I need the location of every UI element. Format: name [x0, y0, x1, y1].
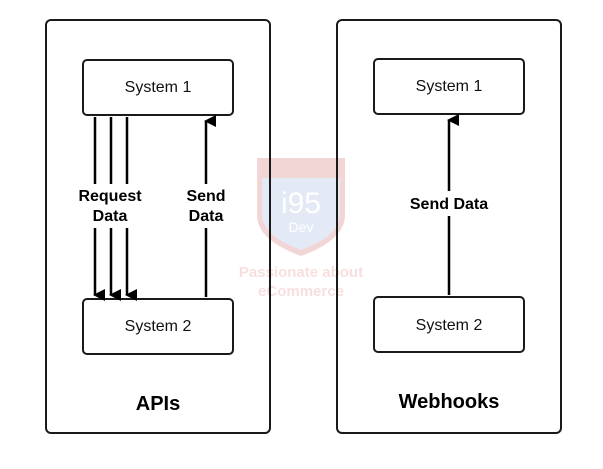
watermark-tagline-2: eCommerce [258, 283, 344, 300]
request-label-line-2: Data [93, 208, 128, 225]
webhooks-system-2-label: System 2 [416, 317, 483, 334]
webhooks-panel: System 1 System 2 Send Data Webhooks [336, 19, 562, 434]
apis-panel: System 1 System 2 Request Data Send Data… [45, 19, 271, 434]
watermark-tagline-1: Passionate about [239, 264, 363, 281]
webhook-send-label: Send Data [410, 196, 488, 213]
apis-system-2-box [82, 298, 234, 355]
webhooks-title: Webhooks [399, 391, 500, 413]
send-label-line-1: Send [186, 188, 225, 205]
apis-system-1-box [82, 59, 234, 116]
webhooks-panel-frame [336, 19, 562, 434]
request-label-bg [74, 185, 144, 227]
apis-title: APIs [136, 393, 180, 415]
send-label-line-2: Data [189, 208, 224, 225]
apis-panel-frame [45, 19, 271, 434]
webhooks-system-1-label: System 1 [416, 78, 483, 95]
watermark-logo-main: i95 [281, 187, 321, 220]
request-label-line-1: Request [78, 188, 142, 205]
watermark-logo-sub: Dev [289, 219, 314, 235]
apis-system-1-label: System 1 [125, 79, 192, 96]
apis-system-2-label: System 2 [125, 318, 192, 335]
watermark: i95 Dev Passionate about eCommerce [239, 158, 363, 300]
webhooks-system-2-box [373, 296, 525, 353]
